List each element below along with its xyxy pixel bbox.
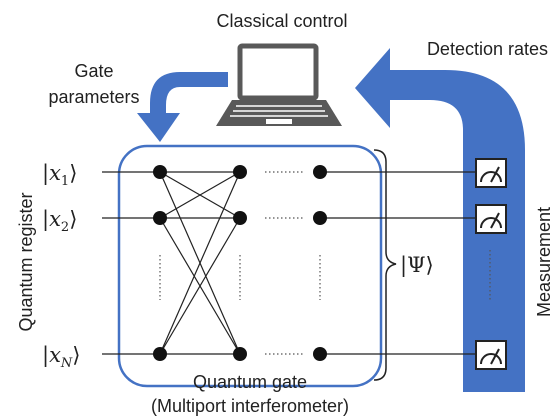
meter-icon (475, 204, 507, 234)
node (313, 347, 327, 361)
input-lines (102, 171, 160, 355)
laptop-icon (216, 43, 342, 126)
node (233, 347, 247, 361)
node (153, 347, 167, 361)
classical-control-label: Classical control (216, 11, 347, 31)
dotted-connections (159, 171, 491, 355)
input-ket-1: |x1⟩ (42, 161, 77, 189)
meter-icon (475, 158, 507, 188)
detection-rates-arrow (355, 48, 525, 392)
quantum-register-label: Quantum register (16, 192, 36, 331)
input-ket-2: |x2⟩ (42, 207, 77, 235)
node (313, 211, 327, 225)
node (313, 165, 327, 179)
detection-rates-label: Detection rates (427, 39, 548, 59)
nodes (153, 165, 327, 361)
output-brace (373, 149, 397, 381)
input-ket-n: |xN⟩ (42, 343, 81, 371)
gate-label-line1: Quantum gate (193, 372, 307, 392)
output-lines (320, 171, 476, 355)
gate-parameters-label-line2: parameters (48, 87, 139, 107)
quantum-gate-box (117, 144, 383, 388)
output-state-label: |Ψ⟩ (400, 253, 434, 278)
interferometer-connections (159, 171, 241, 355)
gate-parameters-arrow (137, 72, 228, 142)
node (233, 165, 247, 179)
node (233, 211, 247, 225)
gate-label-line2: (Multiport interferometer) (151, 396, 349, 416)
measurement-label: Measurement (534, 207, 554, 317)
meter-icon (475, 340, 507, 370)
node (153, 211, 167, 225)
gate-parameters-label-line1: Gate (74, 61, 113, 81)
node (153, 165, 167, 179)
